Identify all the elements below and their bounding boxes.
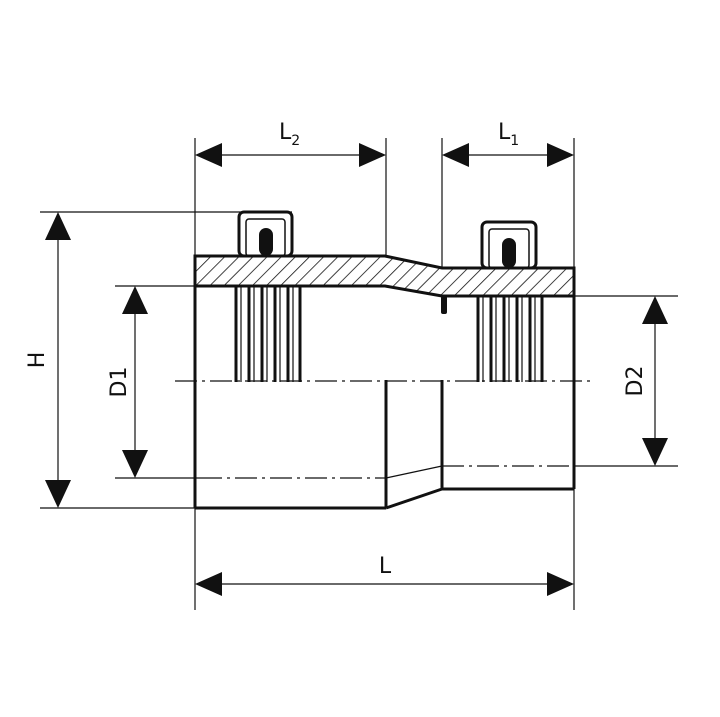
label-l2: L2 — [279, 120, 300, 149]
fusion-indicator — [441, 296, 447, 314]
label-l1: L1 — [498, 120, 519, 149]
extension-lines — [40, 138, 678, 610]
label-d1: D1 — [107, 367, 132, 398]
terminal-pin-right — [480, 220, 538, 270]
dimension-l2 — [195, 143, 386, 167]
label-h: H — [25, 352, 50, 369]
heating-coil-right — [476, 296, 544, 382]
dimension-l1 — [442, 143, 574, 167]
label-l: L — [379, 554, 392, 579]
label-d2: D2 — [623, 366, 648, 397]
dimension-d2 — [642, 296, 668, 466]
heating-coil-left — [234, 286, 302, 382]
fitting-body — [193, 256, 576, 510]
dimension-d1 — [122, 286, 148, 478]
terminal-pin-left — [237, 210, 294, 258]
dimension-l — [195, 572, 574, 596]
dimension-h — [45, 212, 71, 508]
